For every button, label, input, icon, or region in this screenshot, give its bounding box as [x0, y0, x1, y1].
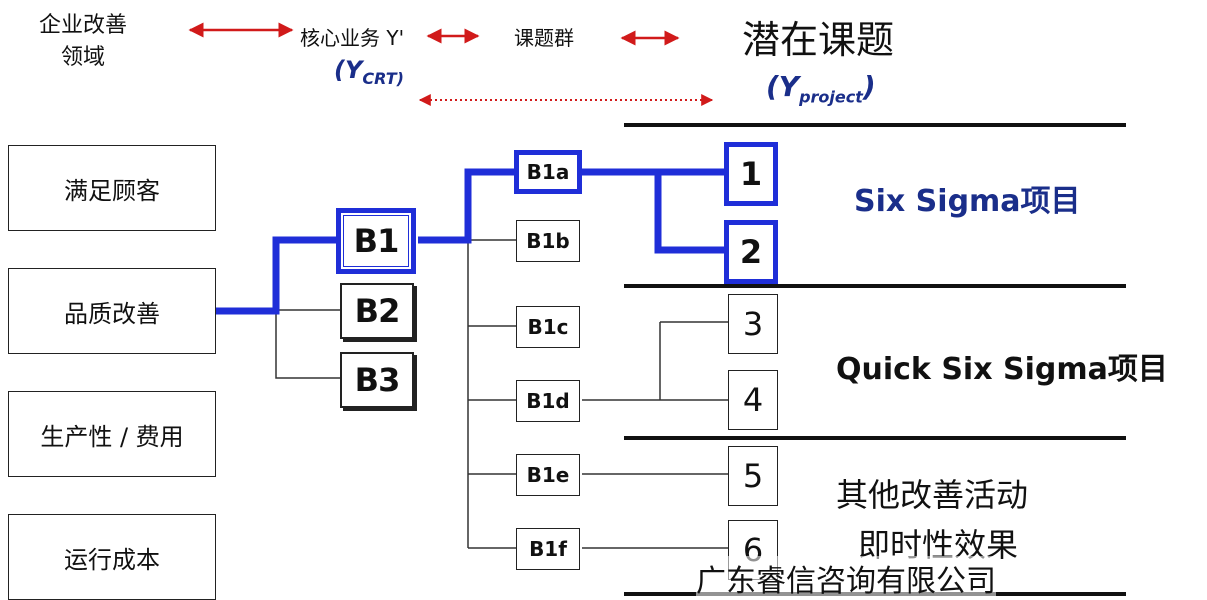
area-box-productivity: 生产性 / 费用 [8, 391, 216, 477]
group-b1: B1 [336, 208, 416, 274]
subgroup-b1a: B1a [514, 150, 582, 194]
project-1: 1 [724, 142, 778, 206]
header-domain-line2: 领域 [60, 45, 105, 70]
link-b1d-projects [582, 321, 728, 401]
header-domain-line1: 企业改善 [38, 13, 127, 38]
separator-quick [624, 436, 1126, 440]
subgroup-b1c: B1c [516, 306, 580, 348]
category-quick-six-sigma: Quick Six Sigma项目 [836, 352, 1168, 387]
header-core-business: 核心业务 Y' [300, 22, 404, 54]
highlight-path-main [212, 236, 336, 315]
header-potential-sub-main: (Y [766, 70, 800, 103]
header-core-sub: (YCRT) [334, 56, 404, 88]
watermark: 广东睿信咨询有限公司 [696, 556, 996, 600]
link-b3 [275, 310, 340, 379]
subgroup-b1d: B1d [516, 380, 580, 422]
area-box-quality: 品质改善 [8, 268, 216, 354]
header-topic-group: 课题群 [514, 26, 574, 50]
area-box-operating-cost: 运行成本 [8, 514, 216, 600]
header-potential: 潜在课题 [742, 18, 895, 62]
highlight-path-b1-b1a [418, 168, 514, 244]
project-5: 5 [728, 446, 778, 506]
subgroup-b1e: B1e [516, 454, 580, 496]
subgroup-b1b: B1b [516, 220, 580, 262]
subgroup-b1f: B1f [516, 528, 580, 570]
category-six-sigma: Six Sigma项目 [854, 184, 1081, 219]
highlight-path-b1a-2 [654, 172, 724, 254]
area-box-customer: 满足顾客 [8, 145, 216, 231]
separator-six-sigma [624, 284, 1126, 288]
header-potential-sub-close: ) [862, 70, 876, 103]
separator-top [624, 123, 1126, 127]
project-4: 4 [728, 370, 778, 430]
header-domain: 企业改善 领域 [28, 10, 138, 74]
header-potential-sub: (Yproject) [766, 70, 876, 107]
header-core-sub-main: (Y [334, 56, 363, 84]
header-core-business-label: 核心业务 Y' [300, 26, 405, 50]
group-b2: B2 [340, 283, 414, 339]
category-other-line1: 其他改善活动 [836, 476, 1029, 514]
header-core-sub-small: CRT) [362, 68, 404, 88]
project-2: 2 [724, 220, 778, 284]
project-3: 3 [728, 294, 778, 354]
header-potential-sub-small: project [799, 87, 863, 107]
group-b3: B3 [340, 352, 414, 408]
